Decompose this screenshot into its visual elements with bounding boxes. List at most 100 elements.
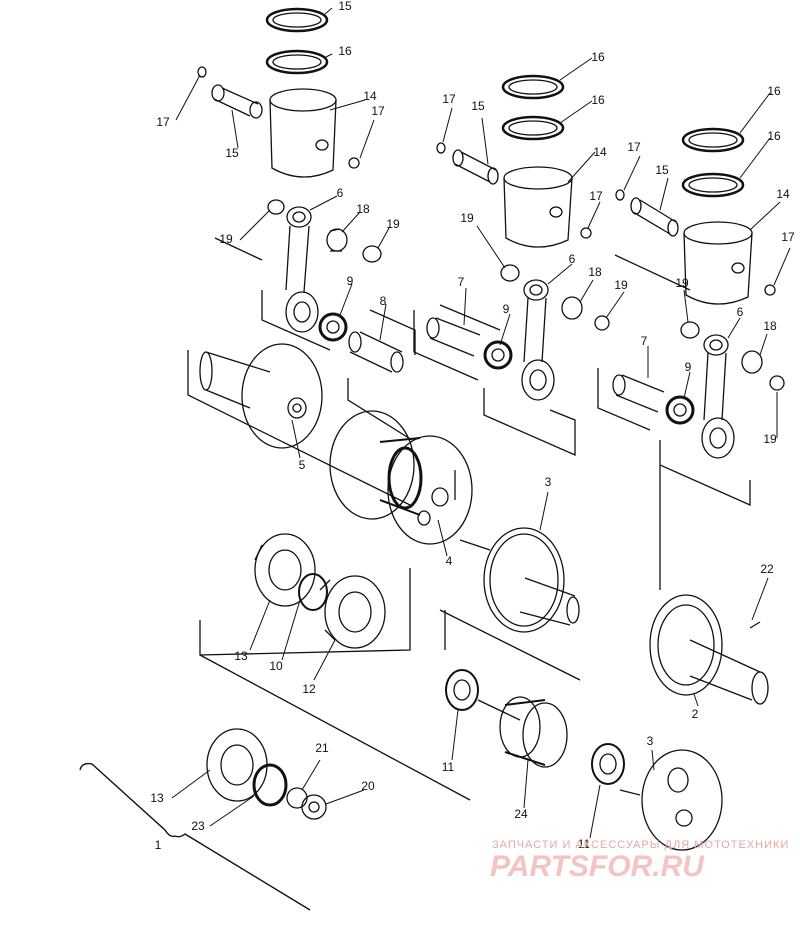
leader-line [301, 759, 321, 791]
watermark-logo: PARTSFOR.RU [490, 850, 705, 883]
leader-line [605, 291, 625, 319]
callout-19: 19 [763, 432, 777, 446]
callout-17: 17 [781, 230, 795, 244]
callout-5: 5 [299, 458, 306, 472]
leader-line [377, 227, 390, 249]
leader-line [749, 201, 781, 231]
right-piston-assembly [597, 127, 785, 507]
callout-6: 6 [569, 252, 576, 266]
callout-6: 6 [737, 305, 744, 319]
leader-line [309, 195, 338, 211]
callout-9: 9 [503, 302, 510, 316]
left-bearing-group [199, 533, 471, 801]
callout-7: 7 [641, 334, 648, 348]
leader-line [559, 100, 593, 124]
callout-6: 6 [337, 186, 344, 200]
callout-8: 8 [380, 294, 387, 308]
right-crank-end [649, 465, 769, 705]
leader-line [693, 693, 699, 707]
callout-13: 13 [234, 649, 248, 663]
callout-18: 18 [356, 202, 370, 216]
leader-line [231, 109, 239, 149]
callout-19: 19 [460, 211, 474, 225]
leader-line [739, 92, 771, 134]
leader-line [587, 201, 601, 229]
leader-line [291, 419, 301, 459]
leader-line [651, 749, 655, 771]
leader-line [171, 769, 211, 799]
leader-line [659, 177, 669, 211]
center-shaft-group [439, 609, 625, 785]
left-piston-assembly [187, 7, 416, 506]
leader-line [683, 371, 691, 399]
leader-line [739, 137, 771, 179]
leader-line [341, 211, 361, 233]
leader-line [325, 789, 365, 805]
center-piston-assembly [413, 74, 610, 456]
leader-line [281, 599, 301, 661]
leader-line [379, 303, 387, 341]
leader-line [313, 639, 336, 681]
right-disc-3 [619, 749, 723, 851]
callout-17: 17 [156, 115, 170, 129]
leader-line [249, 599, 271, 651]
callout-2: 2 [692, 707, 699, 721]
callout-12: 12 [302, 682, 316, 696]
leader-line [523, 759, 529, 809]
leader-line [567, 151, 596, 183]
leader-line [623, 155, 641, 191]
leader-line [751, 577, 769, 621]
leader-line [727, 317, 741, 339]
callout-17: 17 [627, 140, 641, 154]
leader-line [499, 313, 511, 346]
leader-line [451, 709, 459, 761]
leader-line [476, 225, 506, 269]
callout-19: 19 [614, 278, 628, 292]
callout-19: 19 [386, 217, 400, 231]
callout-11: 11 [578, 837, 591, 851]
callout-14: 14 [363, 89, 377, 103]
leader-line [773, 247, 791, 286]
leader-line [329, 99, 366, 111]
leader-line [539, 491, 549, 531]
callout-3: 3 [647, 734, 654, 748]
callout-16: 16 [767, 84, 781, 98]
leader-line [481, 117, 489, 165]
callout-7: 7 [458, 275, 465, 289]
center-disc-3 [454, 470, 580, 633]
callout-22: 22 [760, 562, 774, 576]
center-crank-wheel [329, 410, 473, 545]
leader-line [359, 119, 375, 159]
callout-16: 16 [338, 44, 352, 58]
callout-13: 13 [150, 791, 164, 805]
callout-3: 3 [545, 475, 552, 489]
leader-line [559, 57, 593, 81]
callout-15: 15 [225, 146, 239, 160]
leader-line [323, 53, 333, 59]
callout-15: 15 [471, 99, 485, 113]
callout-20: 20 [361, 779, 375, 793]
leader-line [463, 287, 467, 326]
callout-18: 18 [588, 265, 602, 279]
callout-21: 21 [315, 741, 329, 755]
leader-line [442, 107, 453, 143]
callout-11: 11 [442, 760, 455, 774]
leader-line [437, 519, 448, 557]
leader-line [589, 784, 601, 839]
leader-line [579, 279, 594, 303]
callout-23: 23 [191, 819, 205, 833]
lower-left-group [206, 728, 327, 820]
callout-4: 4 [446, 554, 453, 568]
callout-16: 16 [591, 93, 605, 107]
callout-9: 9 [347, 274, 354, 288]
callout-16: 16 [767, 129, 781, 143]
callout-17: 17 [589, 189, 603, 203]
leader-line [339, 283, 353, 316]
callout-14: 14 [776, 187, 790, 201]
callout-24: 24 [514, 807, 528, 821]
callout-17: 17 [442, 92, 456, 106]
callout-19: 19 [675, 276, 689, 290]
group-brace [79, 762, 311, 911]
